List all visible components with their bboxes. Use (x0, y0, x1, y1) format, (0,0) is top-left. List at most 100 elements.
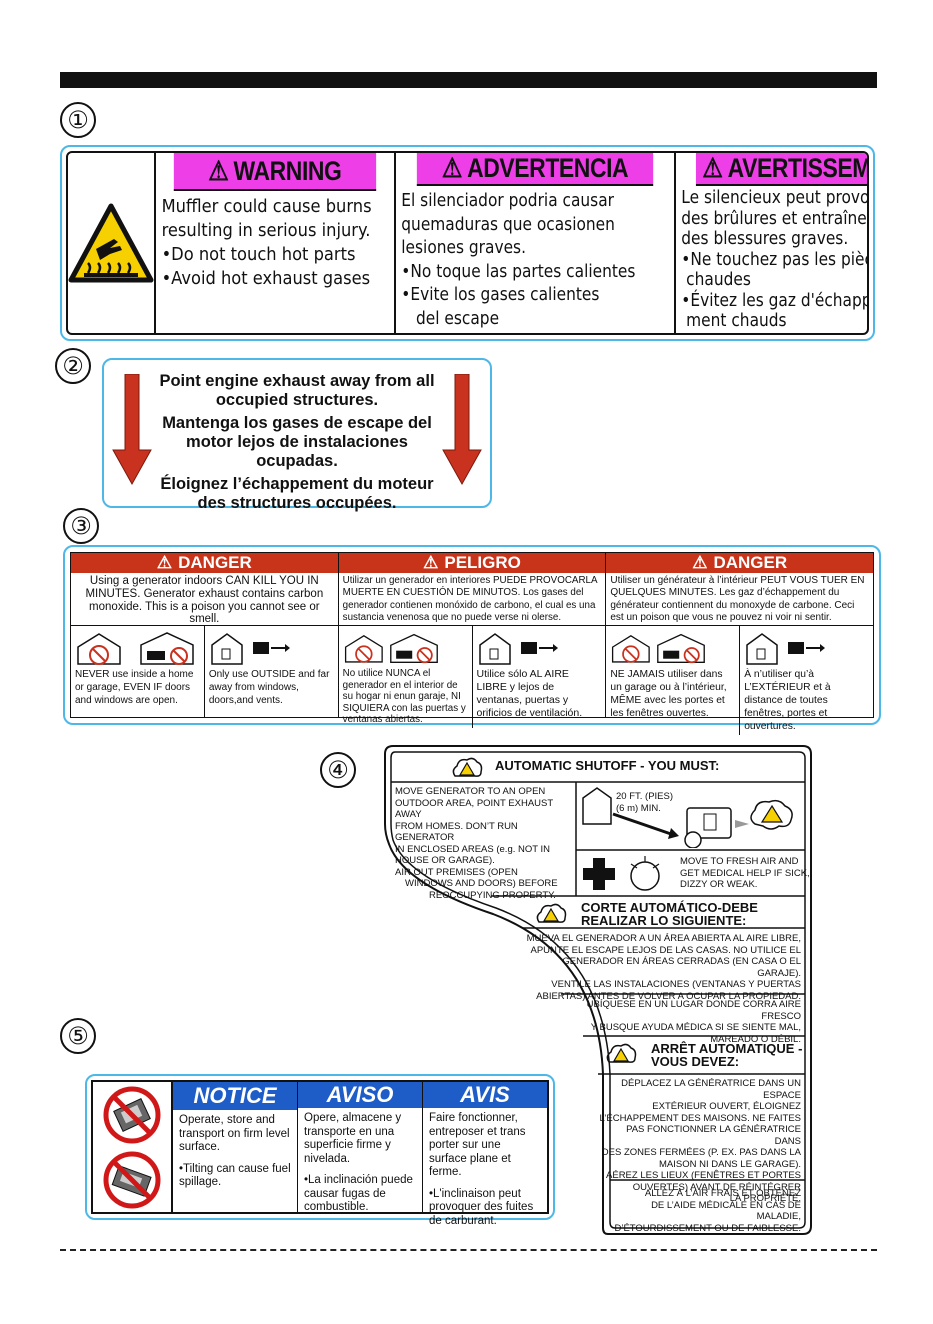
no-tilted-generator-icon (103, 1086, 161, 1143)
label-exhaust-direction: Point engine exhaust away from all occup… (102, 358, 492, 512)
never-indoors-cell: NEVER use inside a home or garage, EVEN … (71, 626, 204, 717)
aviso-header: AVISO (298, 1082, 422, 1108)
never-indoors-text: NEVER use inside a home or garage, EVEN … (75, 669, 194, 706)
down-arrow-icon (112, 374, 152, 486)
warning-spanish: ⚠ADVERTENCIA El silenciador podria causa… (396, 153, 676, 333)
outside-only-text: Utilice sólo AL AIRE LIBRE y lejos de ve… (476, 668, 583, 719)
peligro-header: ⚠PELIGRO (338, 553, 606, 573)
label-outline (384, 745, 812, 1235)
notice-text: Opere, almacene y transporte en una supe… (304, 1112, 402, 1165)
warning-triangle-icon: ⚠ (702, 153, 723, 183)
danger-message: Using a generator indoors CAN KILL YOU I… (71, 573, 338, 626)
avis-header: AVIS (423, 1082, 547, 1108)
warning-line: des blessures graves. (681, 229, 849, 249)
notice-text: Operate, store and transport on firm lev… (179, 1114, 290, 1153)
no-generator-in-garage-icon (389, 633, 438, 664)
avertissement-header: ⚠AVERTISSEMENT (695, 153, 867, 186)
top-rule (60, 72, 877, 88)
danger-english: ⚠DANGER Using a generator indoors CAN KI… (71, 553, 339, 717)
outside-only-text: À n’utiliser qu’à L’EXTÉRIEUR et à dista… (744, 669, 831, 732)
warning-line: •Do not touch hot parts (161, 245, 356, 265)
no-generator-in-house-icon (344, 635, 383, 663)
warning-english: ⚠WARNING Muffler could cause burns resul… (156, 153, 396, 333)
notice-bullet: •Tilting can cause fuel spillage. (179, 1162, 291, 1189)
danger-french: ⚠DANGER Utiliser un générateur à l’intér… (606, 553, 874, 735)
down-arrow-icon (442, 374, 482, 486)
label-carbon-monoxide-danger: ⚠DANGER Using a generator indoors CAN KI… (63, 545, 881, 735)
shutoff-header-en: AUTOMATIC SHUTOFF - YOU MUST: (495, 758, 720, 773)
no-uneven-surface-icon (103, 1151, 161, 1208)
outside-only-cell: Only use OUTSIDE and far away from windo… (203, 626, 338, 717)
shutoff-header-es: CORTE AUTOMÁTICO-DEBE REALIZAR LO SIGUIE… (581, 900, 758, 928)
outside-only-cell: Utilice sólo AL AIRE LIBRE y lejos de ve… (471, 626, 606, 728)
exhaust-text-en: Point engine exhaust away from all occup… (159, 372, 435, 409)
warning-french: ⚠AVERTISSEMENT Le silencieux peut provoq… (676, 153, 869, 333)
outside-only-cell: À n’utiliser qu’à L’EXTÉRIEUR et à dista… (739, 626, 873, 735)
move-generator-text-en: MOVE GENERATOR TO AN OPEN OUTDOOR AREA, … (395, 786, 558, 901)
medical-help-text-es: UBÍQUESE EN UN LUGAR DONDE CORRA AIRE FR… (586, 999, 801, 1045)
warning-line: •Evite los gases calientes (401, 285, 600, 305)
house-icon (746, 633, 778, 665)
warning-triangle-icon: ⚠ (156, 553, 173, 572)
section-number-3: ③ (63, 508, 99, 544)
section-number-5: ⑤ (60, 1018, 96, 1054)
medical-help-text-en: MOVE TO FRESH AIR AND GET MEDICAL HELP I… (680, 856, 810, 890)
warning-line: Muffler could cause burns (161, 197, 372, 217)
never-indoors-cell: No utilice NUNCA el generador en el inte… (339, 626, 472, 728)
exhaust-cloud-warning-icon (606, 1043, 637, 1063)
distance-text: 20 FT. (PIES) (6 m) MIN. (616, 791, 674, 814)
warning-line: •No toque las partes calientes (401, 261, 636, 282)
warning-line: chaudes (681, 270, 751, 290)
move-generator-text-es: MUEVA EL GENERADOR A UN ÁREA ABIERTA AL … (526, 933, 801, 1002)
warning-line: quemaduras que ocasionen (401, 214, 615, 235)
danger-header-fr: ⚠DANGER (606, 553, 874, 573)
danger-message: Utilizar un generador en interiores PUED… (338, 573, 606, 626)
generator-distance-diagram (582, 787, 793, 848)
warning-triangle-icon: ⚠ (423, 553, 439, 572)
warning-triangle-icon: ⚠ (692, 553, 708, 572)
never-indoors-cell: NE JAMAIS utiliser dans un garage ou à l… (606, 626, 739, 735)
notice-text: Faire fonctionner, entreposer et trans p… (429, 1112, 526, 1178)
danger-spanish: ⚠PELIGRO Utilizar un generador en interi… (338, 553, 607, 728)
warning-line: El silenciador podria causar (401, 191, 614, 211)
house-icon (478, 633, 511, 665)
never-indoors-text: No utilice NUNCA el generador en el inte… (342, 668, 466, 725)
danger-header: ⚠DANGER (71, 553, 338, 573)
warning-line: del escape (401, 308, 499, 329)
warning-line: •Évitez les gaz d'échappe- (681, 290, 869, 311)
label-muffler-warning: ⚠WARNING Muffler could cause burns resul… (60, 145, 875, 341)
no-generator-in-garage-icon (657, 633, 706, 664)
warning-line: Le silencieux peut provoquer (681, 188, 869, 208)
tilt-prohibition-pictograms (93, 1082, 173, 1212)
notice-bullet: •L'inclinaison peut provoquer des fuites… (429, 1187, 534, 1227)
no-generator-in-house-icon (612, 635, 651, 663)
generator-exhaust-icon (520, 642, 558, 654)
notice-header: NOTICE (173, 1082, 297, 1110)
section-number-2: ② (55, 348, 91, 384)
generator-exhaust-icon (788, 642, 826, 654)
warning-line: •Avoid hot exhaust gases (161, 269, 371, 289)
section-number-1: ① (60, 102, 96, 138)
warning-line: •Ne touchez pas les pièces (681, 249, 867, 270)
warning-line: lesiones graves. (401, 238, 526, 258)
warning-line: resulting in serious injury. (161, 221, 371, 241)
notice-bullet: •La inclinación puede causar fugas de co… (304, 1174, 413, 1213)
advertencia-header: ⚠ADVERTENCIA (416, 153, 653, 186)
house-icon (211, 633, 243, 665)
danger-message: Utiliser un générateur à l’intérieur PEU… (606, 573, 874, 626)
no-generator-in-garage-icon (140, 632, 194, 665)
medical-help-text-fr: ALLEZ À L’AIR FRAIS ET OBTENEZ DE L’AIDE… (614, 1188, 801, 1234)
exhaust-cloud-warning-icon (452, 757, 483, 777)
hot-surface-pictogram (68, 153, 156, 333)
notice-english: NOTICE Operate, store and transport on f… (173, 1082, 298, 1212)
never-indoors-text: NE JAMAIS utiliser dans un garage ou à l… (610, 669, 727, 719)
shutoff-header-fr: ARRÊT AUTOMATIQUE - VOUS DEVEZ: (651, 1041, 803, 1069)
warning-line: ment chauds (681, 311, 787, 331)
label-automatic-shutoff: AUTOMATIC SHUTOFF - YOU MUST: MOVE GENER… (383, 744, 813, 1236)
move-generator-text-fr: DÉPLACEZ LA GÉNÉRATRICE DANS UN ESPACE E… (599, 1078, 802, 1204)
exhaust-text-fr: Éloignez l’échappement du moteur des str… (160, 475, 434, 512)
medical-help-icon (583, 856, 660, 891)
warning-triangle-icon: ⚠ (441, 153, 463, 183)
notice-spanish: AVISO Opere, almacene y transporte en un… (298, 1082, 423, 1213)
section-number-4: ④ (320, 752, 356, 788)
